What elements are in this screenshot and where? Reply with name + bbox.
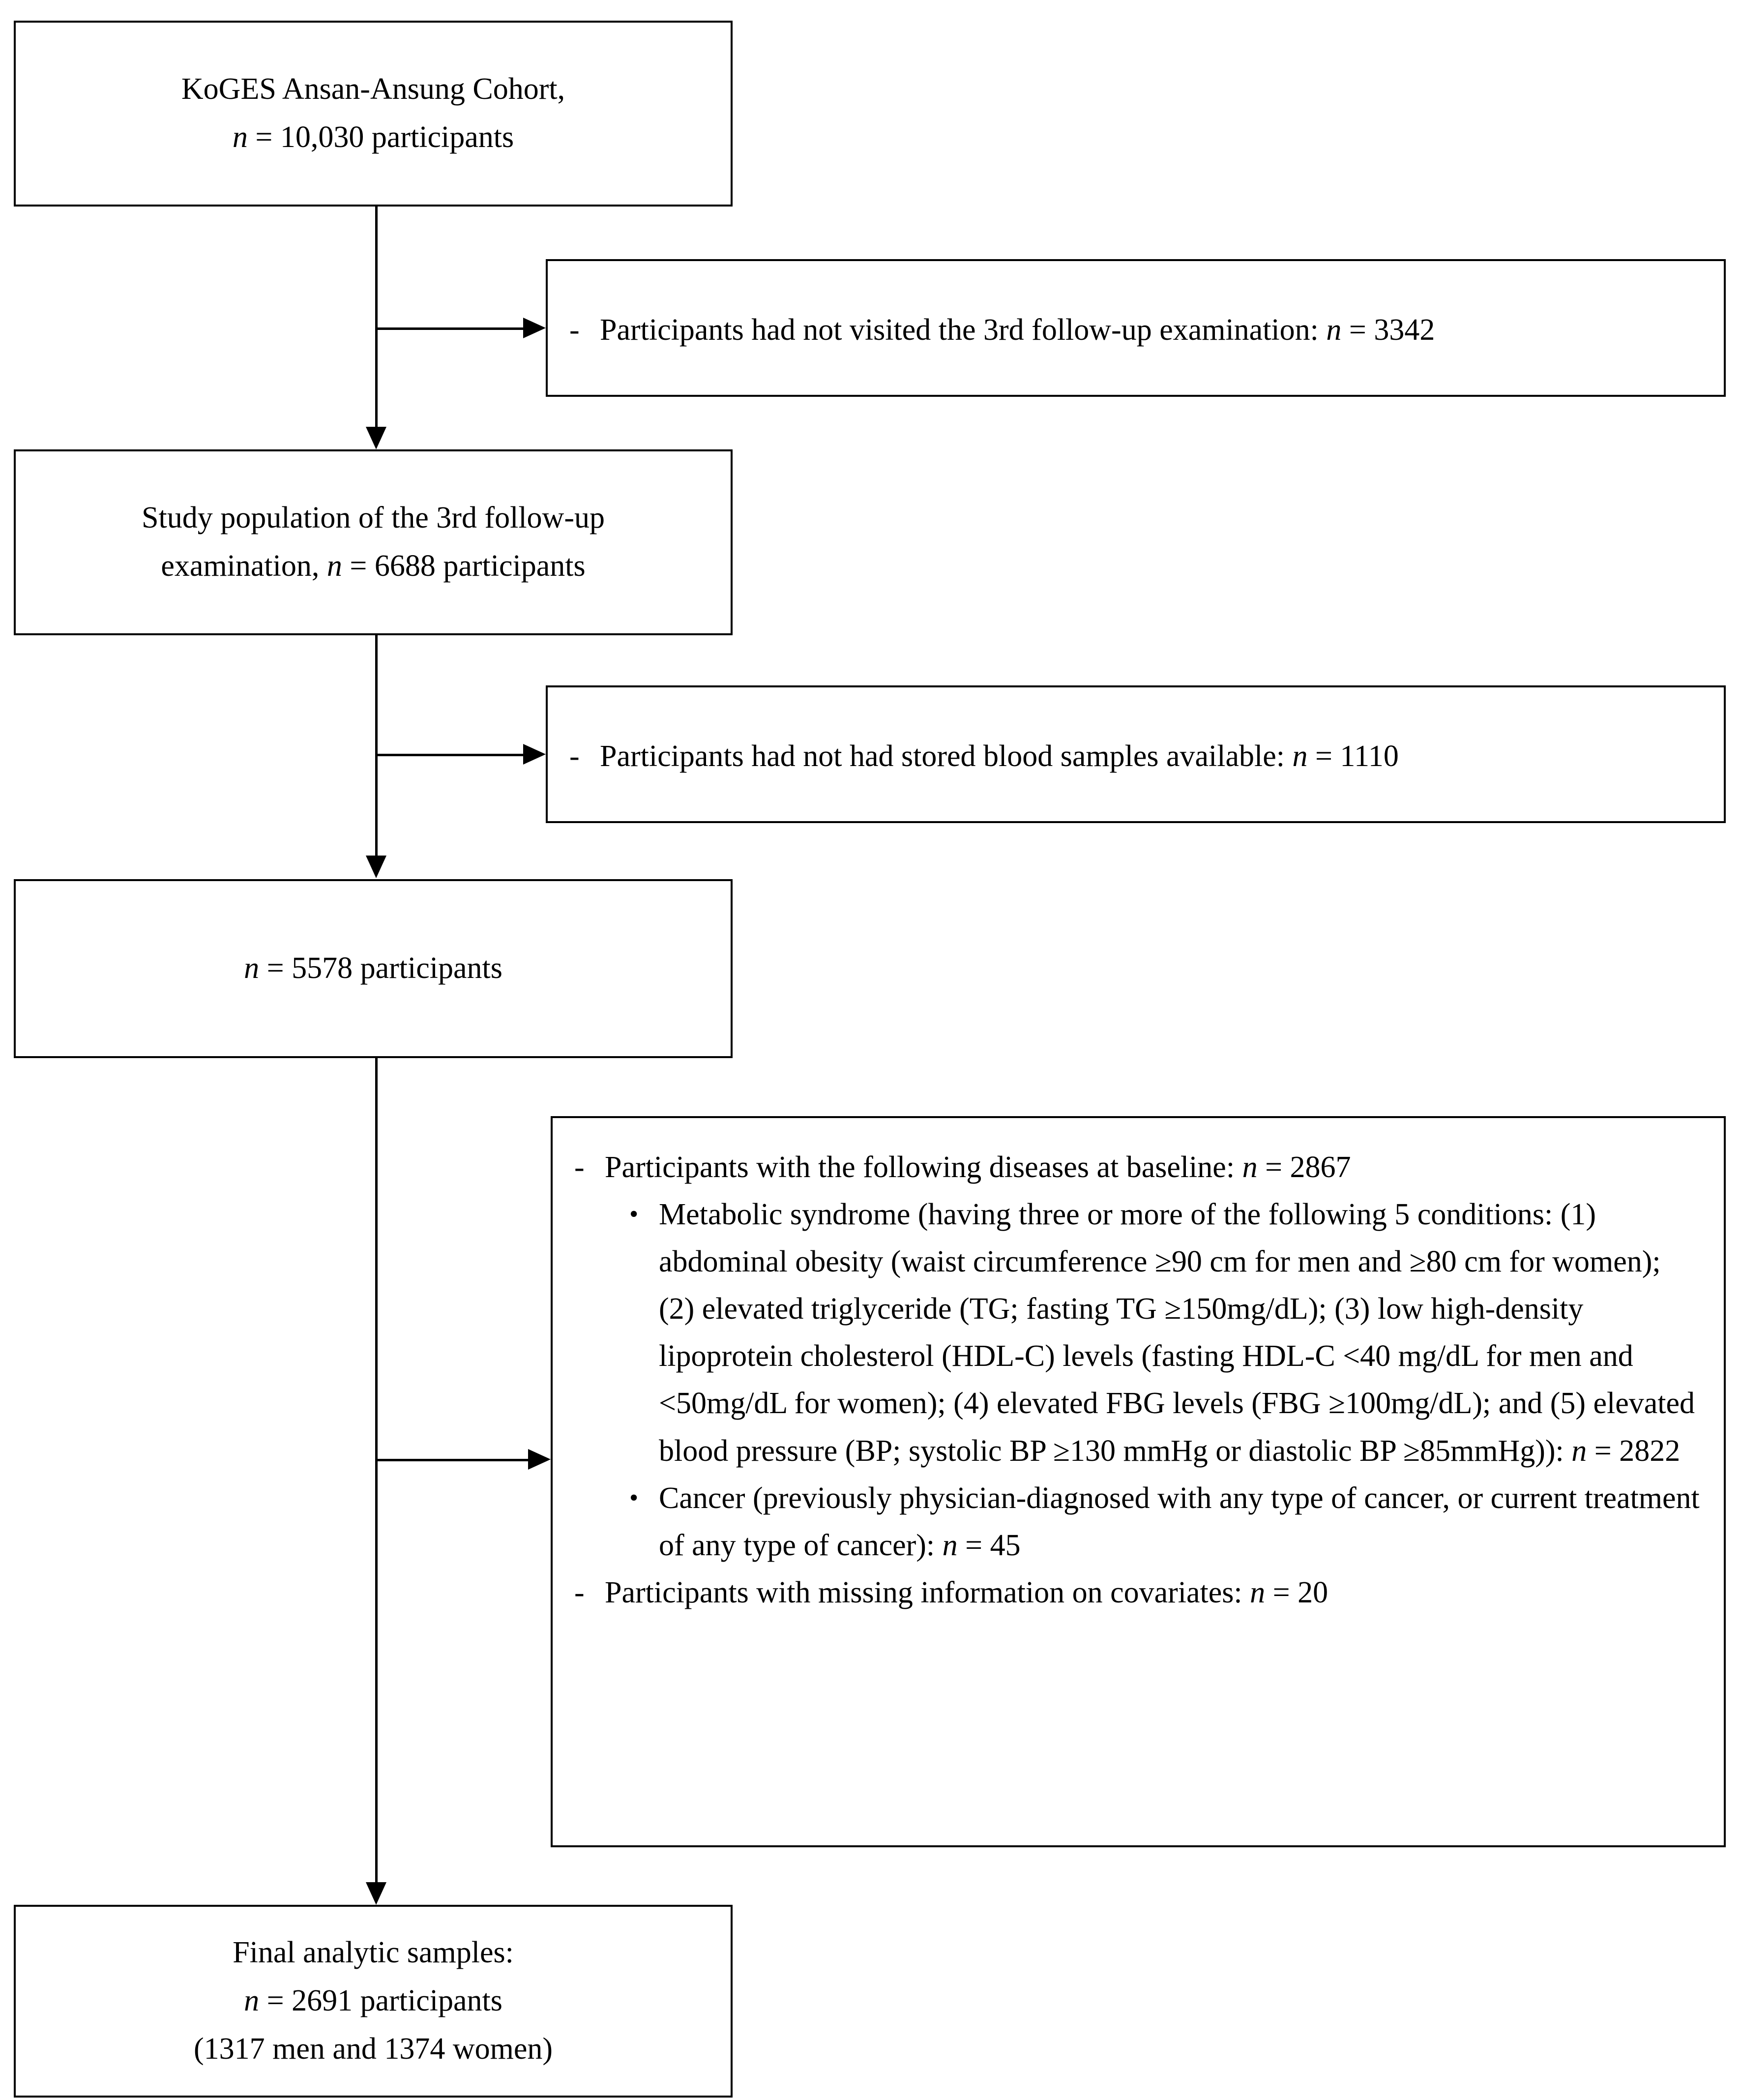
node-final-samples-line3: (1317 men and 1374 women)	[193, 2032, 553, 2066]
exclusion-no-blood-samples-count: = 1110	[1307, 739, 1399, 773]
italic-n: n	[1326, 313, 1342, 347]
connector-branch-2	[375, 754, 525, 756]
connector-trunk-1	[375, 207, 378, 429]
node-study-population: Study population of the 3rd follow-up ex…	[14, 449, 733, 635]
connector-branch-3	[375, 1459, 530, 1461]
exclusion-no-followup-row: - Participants had not visited the 3rd f…	[569, 306, 1707, 354]
arrow-down-to-final	[366, 1882, 386, 1905]
node-final-samples-line2: n = 2691 participants	[244, 1977, 502, 2025]
dash-bullet-icon: -	[574, 1575, 585, 1609]
exclusion-item-cancer-main: Cancer (previously physician-diagnosed w…	[659, 1481, 1700, 1562]
node-final-samples-count: = 2691 participants	[259, 1984, 502, 2018]
italic-n: n	[244, 951, 260, 985]
connector-trunk-3	[375, 1058, 378, 1883]
round-bullet-icon: •	[629, 1483, 639, 1512]
connector-branch-1	[375, 327, 525, 330]
node-study-population-count: = 6688 participants	[342, 549, 586, 583]
italic-n: n	[1571, 1434, 1587, 1468]
exclusion-item-metabolic-syndrome-main: Metabolic syndrome (having three or more…	[659, 1198, 1695, 1468]
exclusion-item-metabolic-syndrome-count: = 2822	[1587, 1434, 1681, 1468]
arrow-down-to-study-population	[366, 427, 386, 449]
arrow-right-to-exclusion-2	[523, 744, 546, 765]
exclusion-diseases-header-text: Participants with the following diseases…	[605, 1144, 1701, 1191]
node-n5578-line1: n = 5578 participants	[244, 945, 502, 993]
exclusion-missing-covariates-count: = 20	[1265, 1575, 1328, 1609]
exclusion-no-blood-samples-text: Participants had not had stored blood sa…	[600, 733, 1707, 780]
italic-n: n	[232, 120, 248, 154]
node-study-population-line2: examination, n = 6688 participants	[161, 542, 585, 591]
italic-n: n	[942, 1528, 958, 1562]
exclusion-no-followup-text: Participants had not visited the 3rd fol…	[600, 306, 1707, 354]
exclusion-no-blood-samples: - Participants had not had stored blood …	[546, 685, 1726, 823]
node-n5578: n = 5578 participants	[14, 879, 733, 1058]
node-n5578-count: = 5578 participants	[259, 951, 502, 985]
exclusion-no-followup: - Participants had not visited the 3rd f…	[546, 259, 1726, 397]
exclusion-diseases: - Participants with the following diseas…	[551, 1116, 1726, 1847]
node-final-samples-line1: Final analytic samples:	[233, 1936, 514, 1970]
italic-n: n	[244, 1984, 260, 2018]
exclusion-item-metabolic-syndrome-text: Metabolic syndrome (having three or more…	[659, 1191, 1701, 1475]
node-koges-cohort-line2: n = 10,030 participants	[233, 114, 514, 162]
exclusion-no-blood-samples-text-main: Participants had not had stored blood sa…	[600, 739, 1293, 773]
node-study-population-line1: Study population of the 3rd follow-up	[142, 501, 605, 535]
arrow-down-to-n5578	[366, 856, 386, 878]
italic-n: n	[1292, 739, 1308, 773]
exclusion-no-followup-text-main: Participants had not visited the 3rd fol…	[600, 313, 1327, 347]
node-koges-cohort-count: = 10,030 participants	[247, 120, 514, 154]
exclusion-missing-covariates-main: Participants with missing information on…	[605, 1575, 1250, 1609]
dash-bullet-icon: -	[569, 313, 580, 347]
connector-trunk-2	[375, 635, 378, 857]
exclusion-diseases-header-count: = 2867	[1257, 1151, 1351, 1184]
exclusion-item-metabolic-syndrome: • Metabolic syndrome (having three or mo…	[629, 1191, 1701, 1475]
arrow-right-to-exclusion-1	[523, 318, 546, 338]
exclusion-diseases-header-row: - Participants with the following diseas…	[574, 1144, 1701, 1191]
exclusion-item-cancer-count: = 45	[957, 1528, 1021, 1562]
exclusion-diseases-header-main: Participants with the following diseases…	[605, 1151, 1242, 1184]
round-bullet-icon: •	[629, 1200, 639, 1229]
dash-bullet-icon: -	[569, 739, 580, 773]
arrow-right-to-exclusion-3	[528, 1449, 551, 1470]
italic-n: n	[326, 549, 342, 583]
node-koges-cohort-line1: KoGES Ansan-Ansung Cohort,	[181, 72, 565, 106]
exclusion-no-blood-samples-row: - Participants had not had stored blood …	[569, 733, 1707, 780]
exclusion-missing-covariates-text: Participants with missing information on…	[605, 1569, 1701, 1616]
dash-bullet-icon: -	[574, 1151, 585, 1184]
italic-n: n	[1242, 1151, 1258, 1184]
exclusion-no-followup-count: = 3342	[1341, 313, 1435, 347]
exclusion-item-cancer: • Cancer (previously physician-diagnosed…	[629, 1475, 1701, 1569]
node-final-samples: Final analytic samples: n = 2691 partici…	[14, 1905, 733, 2098]
exclusion-item-cancer-text: Cancer (previously physician-diagnosed w…	[659, 1475, 1701, 1569]
italic-n: n	[1250, 1575, 1266, 1609]
exclusion-missing-covariates-row: - Participants with missing information …	[574, 1569, 1701, 1616]
node-study-population-line2-pre: examination,	[161, 549, 327, 583]
node-koges-cohort: KoGES Ansan-Ansung Cohort, n = 10,030 pa…	[14, 21, 733, 207]
